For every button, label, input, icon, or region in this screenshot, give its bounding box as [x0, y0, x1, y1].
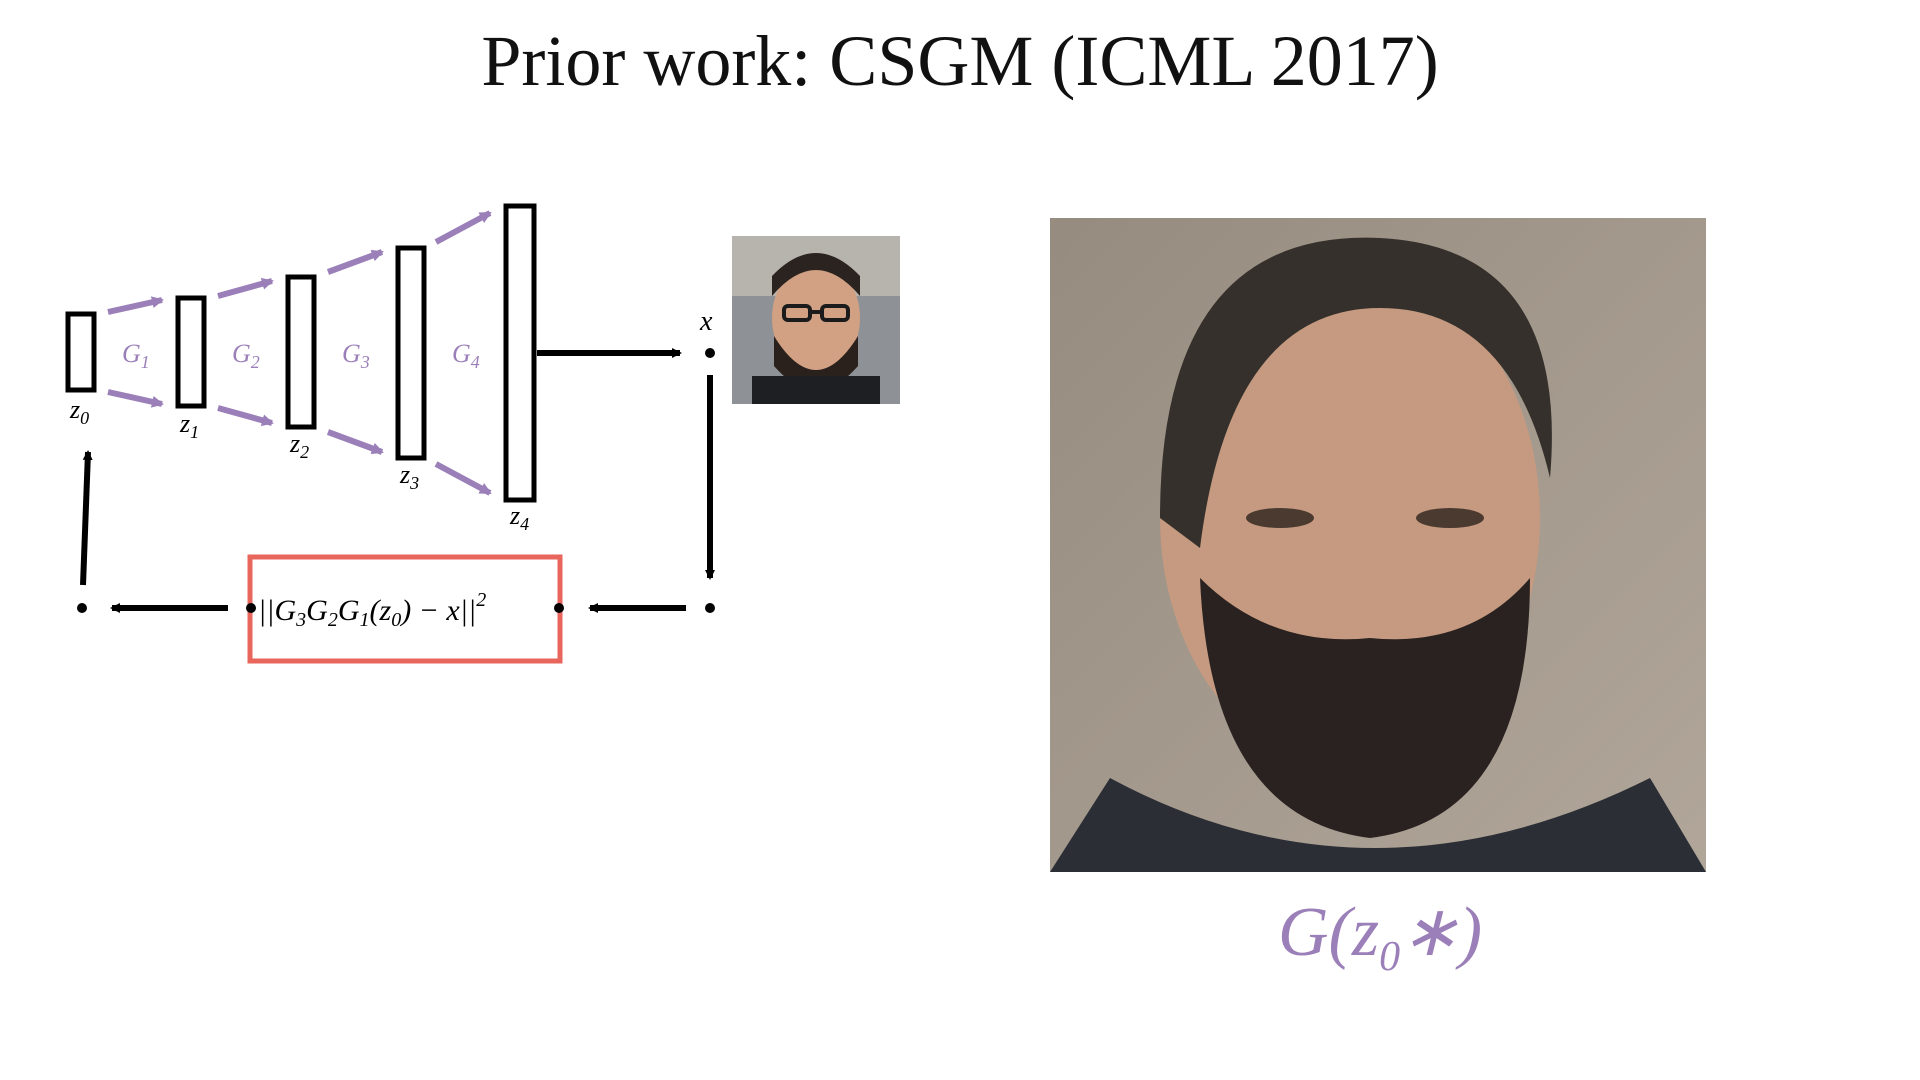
- latent-label-z3: z3: [399, 460, 419, 493]
- generator-label-g1: G1: [122, 339, 150, 372]
- layer-z1: [175, 295, 207, 409]
- layer-z4: [503, 203, 537, 503]
- loss-formula: ||G3G2G1(z0) − x||2: [258, 589, 486, 631]
- output-node: [705, 348, 715, 358]
- generator-label-g3: G3: [342, 339, 370, 372]
- page-title: Prior work: CSGM (ICML 2017): [481, 21, 1439, 101]
- loss-box-right-node: [554, 603, 564, 613]
- layer-z3: [395, 245, 427, 461]
- layer-z0: [65, 311, 97, 393]
- update-arrow: [80, 450, 93, 586]
- caption-sub: 0: [1379, 934, 1401, 980]
- output-label-x: x: [699, 306, 713, 337]
- result-caption: G(z0∗): [1240, 890, 1520, 981]
- left-bottom-node: [77, 603, 87, 613]
- result-photo: [1050, 218, 1706, 872]
- caption-main: G(z: [1277, 894, 1380, 971]
- caption-tail: ∗): [1400, 894, 1483, 971]
- latent-label-z1: z1: [179, 409, 199, 442]
- layer-z2: [285, 274, 317, 430]
- latent-label-z2: z2: [289, 429, 309, 462]
- generator-label-g2: G2: [232, 339, 260, 372]
- loss-box-left-node: [246, 603, 256, 613]
- latent-label-z4: z4: [509, 501, 529, 534]
- latent-label-z0: z0: [69, 395, 89, 428]
- generator-label-g4: G4: [452, 339, 480, 372]
- face-photo-glasses-icon: [732, 236, 900, 404]
- face-photo-bearded-icon: [1050, 218, 1706, 872]
- generator-arrows: [107, 210, 492, 496]
- target-photo: [732, 236, 900, 404]
- right-bottom-node: [705, 603, 715, 613]
